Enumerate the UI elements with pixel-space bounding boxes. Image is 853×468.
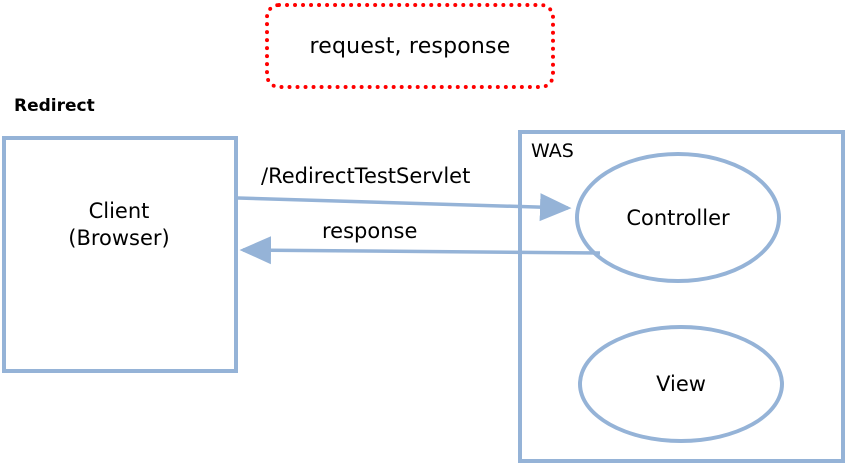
callout-box: request, response bbox=[265, 3, 555, 89]
client-label-line1: Client bbox=[88, 199, 150, 223]
client-box bbox=[2, 136, 238, 373]
callout-text: request, response bbox=[309, 33, 511, 59]
client-label: Client (Browser) bbox=[0, 198, 238, 252]
was-label: WAS bbox=[531, 140, 574, 162]
view-ellipse: View bbox=[578, 325, 784, 443]
client-label-line2: (Browser) bbox=[68, 226, 170, 250]
view-label: View bbox=[656, 372, 706, 396]
request-arrow-label: /RedirectTestServlet bbox=[261, 164, 471, 188]
response-arrow-label: response bbox=[322, 219, 418, 243]
page-title: Redirect bbox=[14, 96, 95, 116]
controller-ellipse: Controller bbox=[575, 152, 781, 283]
controller-label: Controller bbox=[626, 205, 730, 230]
